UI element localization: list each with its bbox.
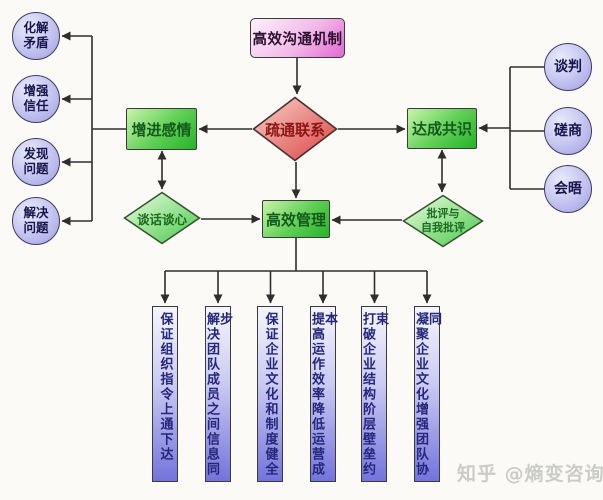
diamond-shape xyxy=(252,96,338,162)
node-dredge-contact-diamond: 疏通联系 xyxy=(252,96,338,162)
node-label: 谈话谈心 xyxy=(136,211,187,227)
node-communication-mechanism: 高效沟通机制 xyxy=(250,18,345,58)
circle-label: 谈判 xyxy=(554,58,582,75)
column-label: 凝聚企业文化增强团队协同 xyxy=(413,312,441,477)
column-label: 提高运作效率降低运营成本 xyxy=(309,312,337,477)
node-solve-problems-circle: 解决 问题 xyxy=(12,197,60,245)
node-build-trust-circle: 增强 信任 xyxy=(12,75,60,123)
circle-label-line2: 矛盾 xyxy=(23,35,49,50)
circle-label-line2: 信任 xyxy=(23,98,49,113)
node-consultation-circle: 磋商 xyxy=(544,107,592,155)
outcome-column-team-synergy: 凝聚企业文化增强团队协同 xyxy=(413,306,441,482)
node-criticism-diamond: 批评与 自我批评 xyxy=(402,194,484,248)
node-efficient-management: 高效管理 xyxy=(262,200,330,238)
circle-label-line1: 发现 xyxy=(23,146,49,162)
column-label: 打破企业结构阶层壁垒约束 xyxy=(360,312,388,477)
node-label-line1: 批评与 xyxy=(426,207,460,221)
circle-label: 磋商 xyxy=(554,122,582,139)
outcome-column-break-barriers: 打破企业结构阶层壁垒约束 xyxy=(360,306,388,482)
circle-label: 会晤 xyxy=(554,180,582,197)
circle-label-line1: 解决 xyxy=(23,205,49,221)
node-reach-consensus: 达成共识 xyxy=(407,108,477,149)
circle-label-line1: 增强 xyxy=(23,83,49,99)
node-find-problems-circle: 发现 问题 xyxy=(12,138,60,186)
outcome-column-culture-system: 保证企业文化和制度健全 xyxy=(257,306,283,482)
column-label: 保证组织指令上通下达 xyxy=(157,312,173,462)
circle-label-line2: 问题 xyxy=(23,161,49,176)
node-resolve-conflict-circle: 化解 矛盾 xyxy=(12,12,60,60)
node-label: 批评与 自我批评 xyxy=(402,194,484,248)
outcome-column-efficiency-cost: 提高运作效率降低运营成本 xyxy=(309,306,337,482)
zhihu-watermark: 知乎 @熵变咨询 xyxy=(457,463,603,485)
node-enhance-emotion: 增进感情 xyxy=(126,108,197,150)
diamond-shape xyxy=(123,191,201,245)
node-meeting-circle: 会晤 xyxy=(544,165,592,213)
column-label: 保证企业文化和制度健全 xyxy=(262,312,278,477)
column-label: 解决团队成员之间信息同步 xyxy=(204,312,232,477)
outcome-column-directive-flow: 保证组织指令上通下达 xyxy=(152,306,178,482)
circle-label-line1: 化解 xyxy=(23,20,49,36)
diamond-shape xyxy=(402,194,484,248)
node-negotiation-circle: 谈判 xyxy=(544,43,592,91)
node-label: 疏通联系 xyxy=(264,120,325,139)
outcome-column-info-sync: 解决团队成员之间信息同步 xyxy=(204,306,232,482)
node-label-line2: 自我批评 xyxy=(421,221,465,234)
circle-label-line2: 问题 xyxy=(23,220,49,235)
node-heart-talk-diamond: 谈话谈心 xyxy=(123,191,201,245)
